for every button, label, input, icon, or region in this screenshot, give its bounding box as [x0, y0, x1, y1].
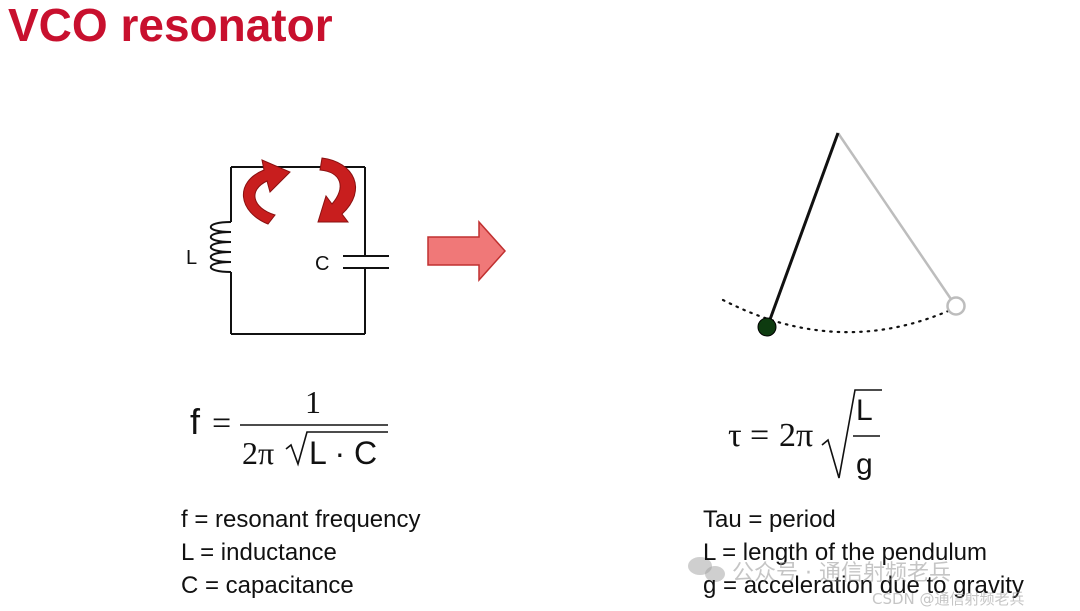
resonant-frequency-formula: f = 1 2π L · C [190, 384, 388, 471]
formula-tau-radical-sign [821, 389, 882, 479]
formula-f-equals: = [212, 405, 231, 442]
pendulum-swing-arc [721, 298, 957, 334]
formula-f-den-prefix: 2π [242, 435, 274, 471]
formula-f-radical-sign [285, 431, 388, 467]
pendulum-bob [757, 317, 777, 337]
legend-left: f = resonant frequency L = inductance C … [181, 503, 420, 602]
formula-tau-prefix: 2π [779, 417, 813, 454]
csdn-watermark-text: CSDN @通信射频老兵 [872, 590, 1025, 608]
pendulum-rod-ghost [836, 132, 957, 306]
wechat-watermark-text: 公众号 · 通信射频老兵 [732, 561, 951, 586]
formula-tau-frac-den: g [856, 448, 873, 481]
formula-tau-frac-num: L [856, 394, 873, 427]
slide-title: VCO resonator [8, 0, 333, 51]
legend-left-item: f = resonant frequency [181, 506, 421, 533]
inductor-label: L [186, 247, 197, 269]
legend-left-item: C = capacitance [181, 572, 354, 599]
formula-tau-equals: = [750, 417, 769, 454]
wechat-watermark-icon [688, 557, 725, 582]
formula-f-lhs: f [190, 401, 201, 442]
inductor-coil [209, 221, 232, 273]
pendulum-bob-ghost [946, 296, 966, 316]
pendulum-diagram [721, 132, 966, 337]
pendulum-period-formula: τ = 2π L g [728, 389, 882, 481]
legend-right-item: L = length of the pendulum [703, 539, 987, 566]
pendulum-rod [766, 132, 840, 326]
capacitor-label: C [315, 253, 329, 275]
formula-tau-lhs: τ [728, 417, 742, 454]
legend-right-item: Tau = period [703, 506, 836, 533]
curved-arrow-right-icon [317, 157, 356, 223]
energy-flow-arrows [243, 157, 356, 225]
lc-circuit-diagram [209, 166, 389, 335]
transform-arrow-icon [427, 220, 507, 282]
legend-left-item: L = inductance [181, 539, 337, 566]
formula-f-numerator: 1 [305, 384, 321, 420]
curved-arrow-left-icon [243, 159, 291, 225]
legend-right: Tau = period L = length of the pendulum … [703, 503, 1024, 602]
legend-right-item: g = acceleration due to gravity [703, 572, 1024, 599]
formula-f-den-radicand: L · C [309, 435, 377, 471]
